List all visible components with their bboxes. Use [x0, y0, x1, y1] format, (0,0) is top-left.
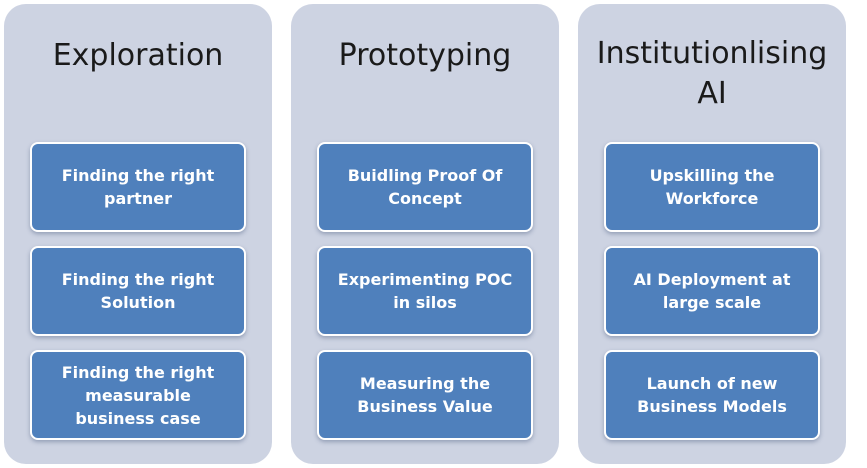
stage-box: Finding the right partner: [30, 142, 246, 232]
stage-box: Finding the right measurable business ca…: [30, 350, 246, 440]
stage-box: Upskilling the Workforce: [604, 142, 820, 232]
stage-box-label: Upskilling the Workforce: [649, 166, 775, 208]
stage-box-label: Finding the right partner: [61, 166, 215, 208]
stage-box: Finding the right Solution: [30, 246, 246, 336]
stage-box-label: Measuring the Business Value: [357, 374, 493, 416]
stage-box-label: Experimenting POC in silos: [337, 270, 513, 312]
column-exploration: Exploration Finding the right partner Fi…: [4, 4, 272, 464]
column-title: Prototyping: [338, 38, 512, 73]
stage-box: AI Deployment at large scale: [604, 246, 820, 336]
stage-box-label: Finding the right Solution: [61, 270, 215, 312]
stage-box-label: Finding the right measurable business ca…: [61, 362, 215, 428]
column-institutionalising-ai: Institutionlising AI Upskilling the Work…: [578, 4, 846, 464]
stage-box: Experimenting POC in silos: [317, 246, 533, 336]
stage-box: Buidling Proof Of Concept: [317, 142, 533, 232]
stage-box-label: Launch of new Business Models: [637, 374, 787, 416]
column-prototyping: Prototyping Buidling Proof Of Concept Ex…: [291, 4, 559, 464]
stage-box: Launch of new Business Models: [604, 350, 820, 440]
column-title: Institutionlising AI: [596, 36, 828, 111]
stage-box-label: Buidling Proof Of Concept: [347, 166, 503, 208]
stage-box-label: AI Deployment at large scale: [633, 270, 791, 312]
column-title: Exploration: [52, 38, 224, 73]
stage-box: Measuring the Business Value: [317, 350, 533, 440]
